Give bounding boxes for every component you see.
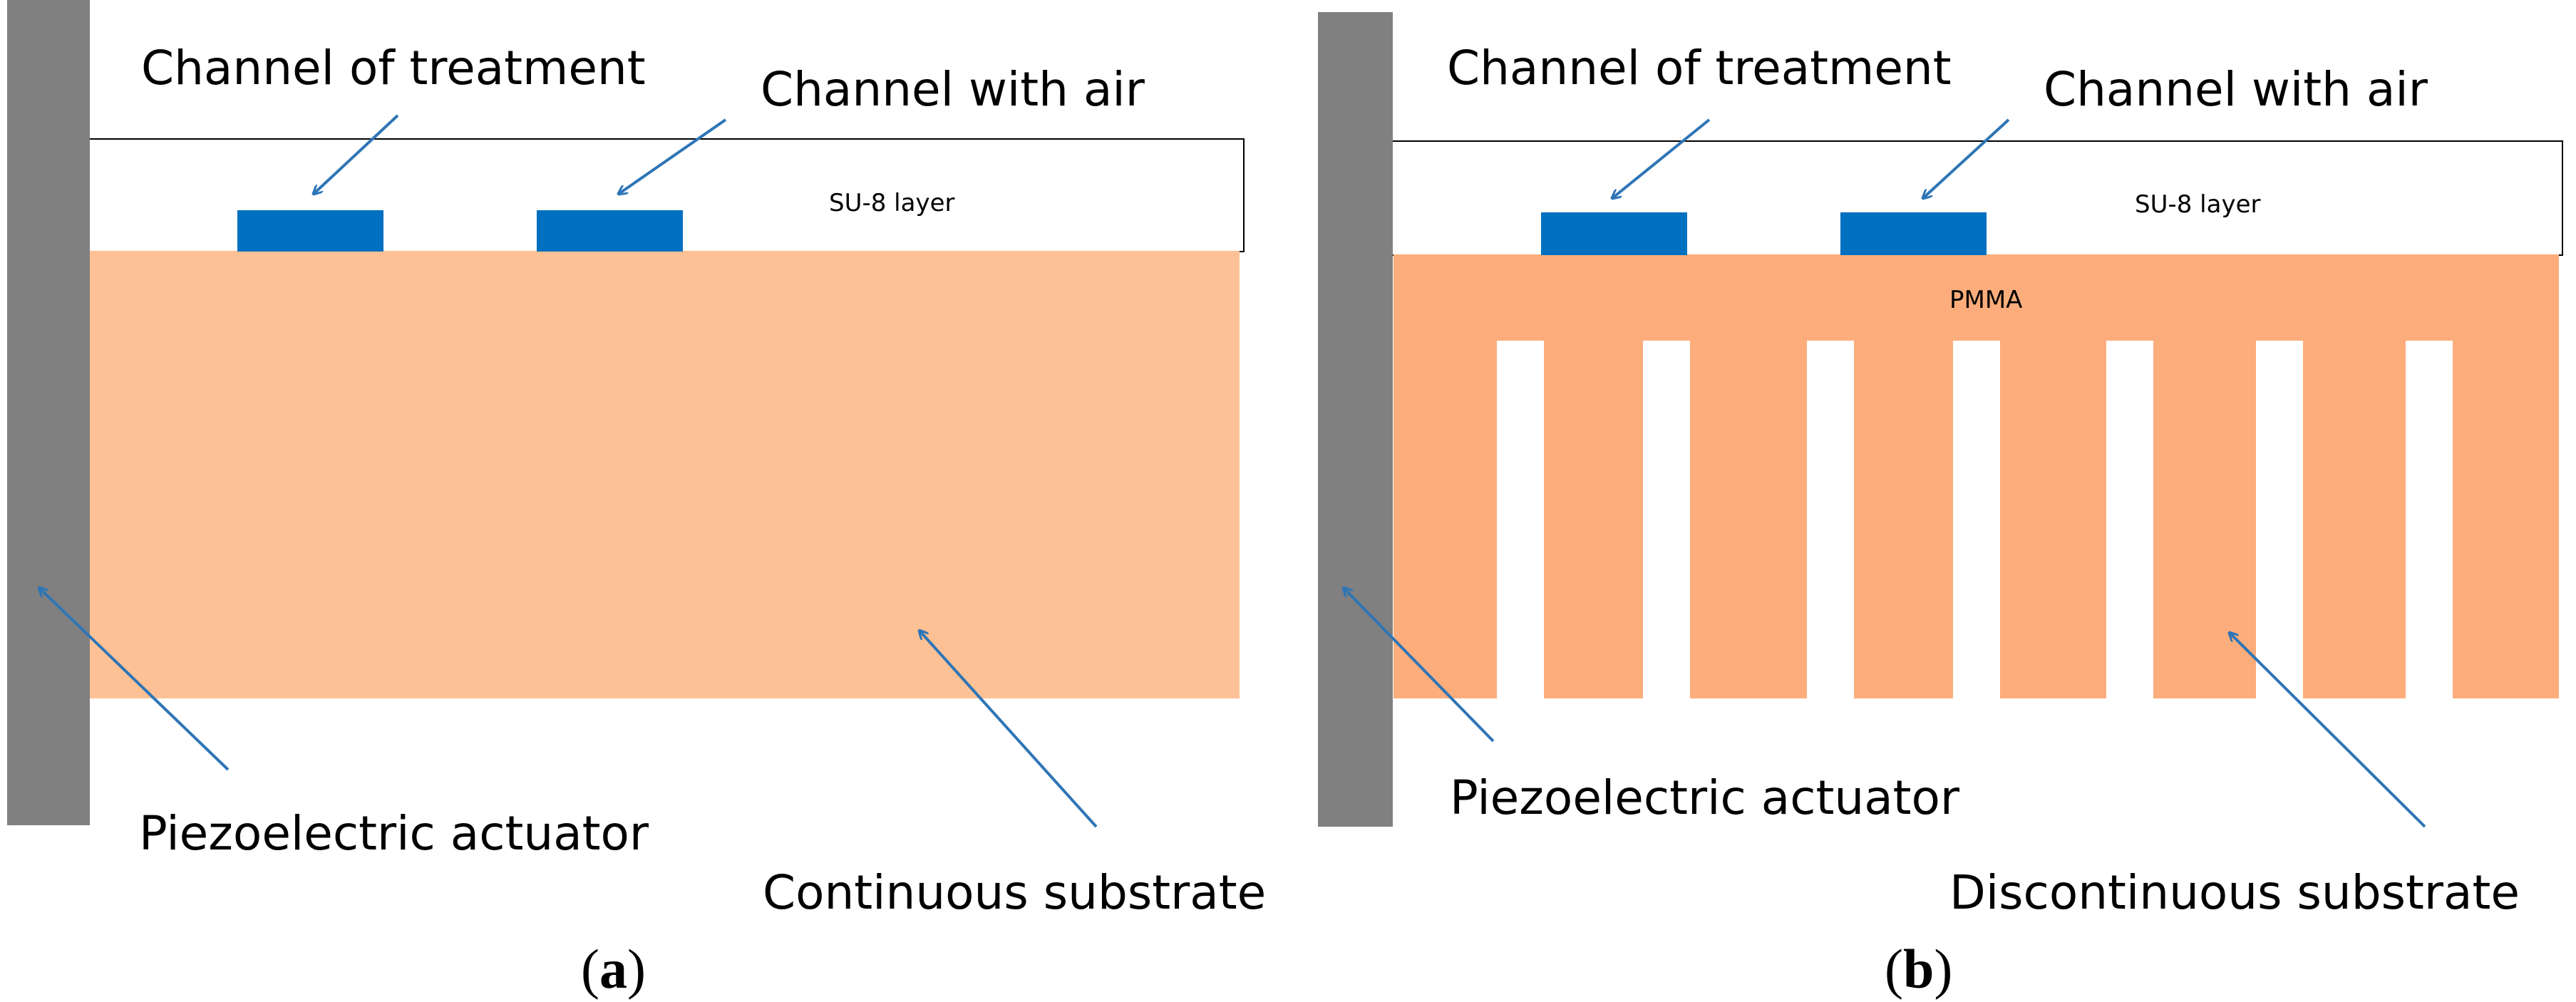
actuator-a (7, 0, 90, 825)
channel-air-a (537, 210, 683, 252)
caption-a-close: ) (627, 938, 646, 1000)
channel-air-b (1840, 212, 1987, 255)
label-substrate-b: Discontinuous substrate (1949, 865, 2520, 920)
continuous-substrate (89, 251, 1240, 698)
arrow-air-b (1923, 118, 2010, 198)
substrate-slot (2256, 341, 2303, 698)
panel-b: Channel of treatment Channel with air SU… (1318, 12, 2563, 1000)
caption-a-letter: a (599, 938, 627, 1000)
substrate-slot (1497, 341, 1544, 698)
arrow-treatment-b (1612, 118, 1711, 198)
substrate-slot (1643, 341, 1690, 698)
label-actuator-b: Piezoelectric actuator (1450, 770, 1960, 825)
label-su8-b: SU-8 layer (2135, 190, 2260, 219)
channel-treatment-b (1541, 212, 1687, 255)
channel-treatment-a (237, 210, 383, 252)
substrate-slot (1953, 341, 2000, 698)
label-su8-a: SU-8 layer (829, 189, 954, 217)
caption-b-letter: b (1903, 938, 1934, 1000)
label-channel-treatment-a: Channel of treatment (141, 41, 646, 95)
caption-a: (a) (581, 938, 646, 1000)
substrate-slot (1807, 341, 1854, 698)
substrate-slot (2106, 341, 2153, 698)
label-channel-treatment-b: Channel of treatment (1447, 41, 1952, 95)
arrow-treatment-a (314, 114, 399, 194)
substrate-slots (1497, 341, 2453, 698)
actuator-b (1318, 12, 1393, 827)
label-channel-air-a: Channel with air (761, 62, 1145, 117)
caption-b-close: ) (1934, 938, 1952, 1000)
arrow-substrate-a (919, 631, 1098, 828)
caption-a-open: ( (581, 938, 599, 1000)
arrow-substrate-b (2230, 633, 2426, 828)
arrow-actuator-a (39, 588, 230, 771)
label-actuator-a: Piezoelectric actuator (139, 806, 649, 861)
substrate-slot (2406, 341, 2453, 698)
arrow-actuator-b (1344, 588, 1495, 743)
caption-b-open: ( (1885, 938, 1903, 1000)
arrow-air-a (619, 118, 727, 194)
label-pmma: PMMA (1949, 286, 2022, 314)
label-substrate-a: Continuous substrate (763, 865, 1266, 920)
panel-a: Channel of treatment Channel with air SU… (7, 0, 1266, 1000)
label-channel-air-b: Channel with air (2044, 62, 2428, 117)
caption-b: (b) (1885, 938, 1952, 1000)
